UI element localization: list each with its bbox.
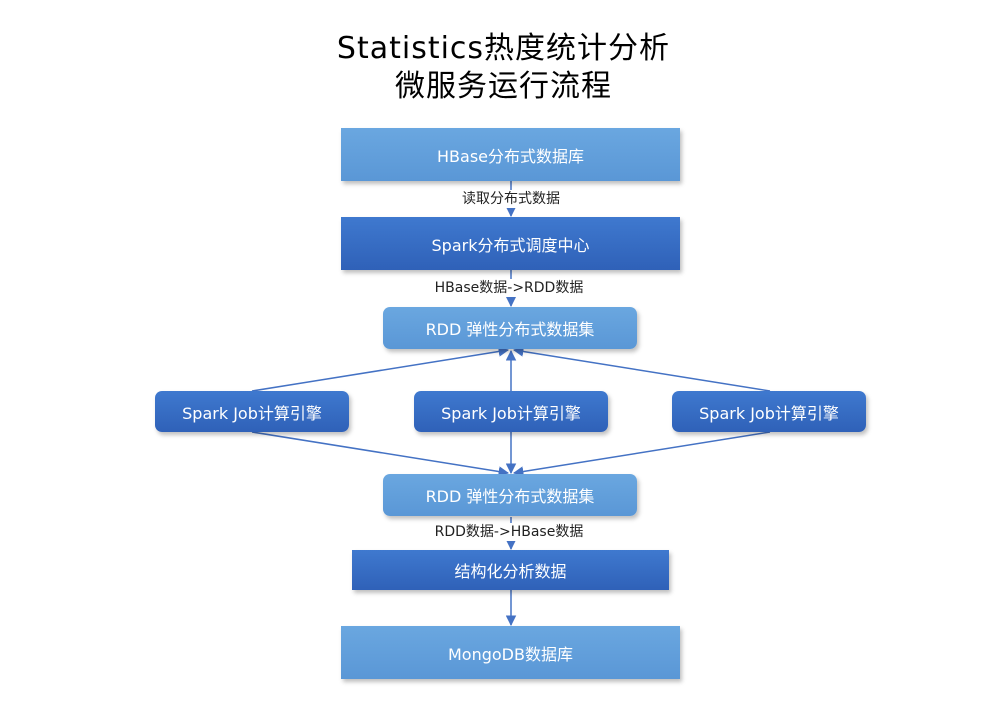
node-structured-data: 结构化分析数据 xyxy=(352,550,669,590)
arrow-job-left-to-rdd-bottom xyxy=(251,431,510,477)
arrow-job-right-to-rdd-bottom xyxy=(512,431,771,477)
node-hbase-database: HBase分布式数据库 xyxy=(341,128,680,181)
arrow-job-left-to-rdd xyxy=(251,346,510,392)
node-spark-job-center: Spark Job计算引擎 xyxy=(414,391,608,432)
edge-label-read: 读取分布式数据 xyxy=(460,190,562,208)
node-spark-job-right: Spark Job计算引擎 xyxy=(672,391,866,432)
node-rdd-top: RDD 弹性分布式数据集 xyxy=(383,307,637,349)
node-spark-scheduler: Spark分布式调度中心 xyxy=(341,217,680,270)
edge-label-hbase-to-rdd: HBase数据->RDD数据 xyxy=(432,279,586,297)
diagram-title: Statistics热度统计分析 微服务运行流程 xyxy=(0,30,1007,106)
arrow-job-right-to-rdd xyxy=(512,346,771,392)
title-line-2: 微服务运行流程 xyxy=(395,69,612,104)
node-rdd-bottom: RDD 弹性分布式数据集 xyxy=(383,474,637,516)
edge-label-rdd-to-hbase: RDD数据->HBase数据 xyxy=(432,523,586,541)
node-mongodb-database: MongoDB数据库 xyxy=(341,626,680,679)
node-spark-job-left: Spark Job计算引擎 xyxy=(155,391,349,432)
title-line-1: Statistics热度统计分析 xyxy=(336,31,671,66)
